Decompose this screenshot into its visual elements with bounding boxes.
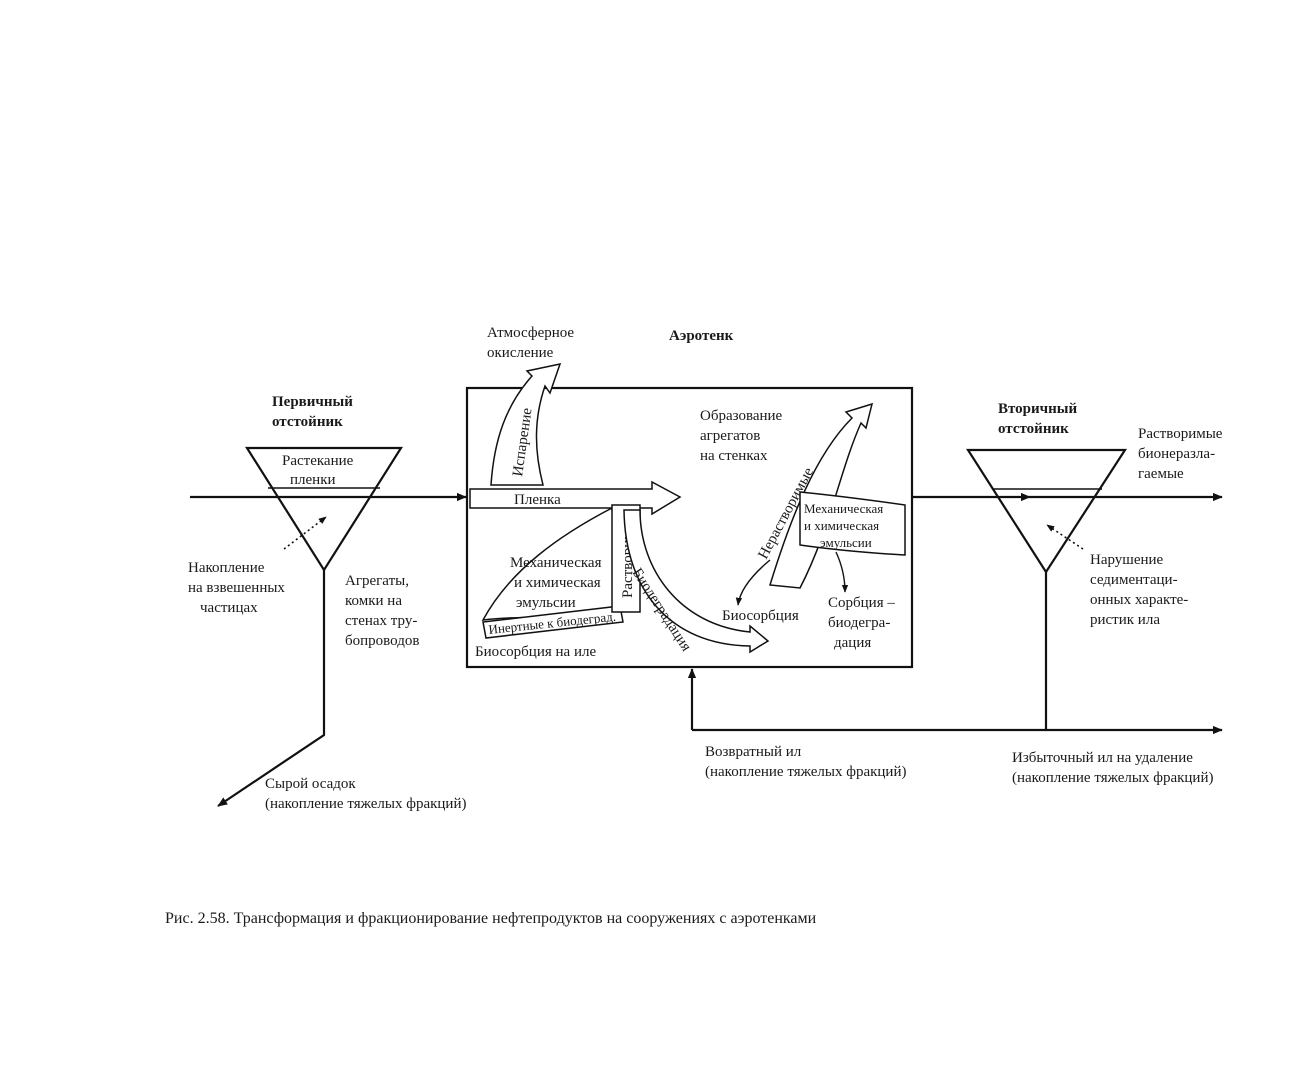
film-label: Пленка [514,492,561,508]
soluble-nondeg-label-line1: Растворимые [1138,426,1223,442]
secondary-violation-pointer [1046,524,1084,550]
primary-title-line1: Первичный [272,394,353,410]
spreading-label-line1: Растекание [282,453,354,469]
right-emulsion-label-line1: Механическая [804,501,883,516]
right-emulsion-label-line2: и химическая [804,518,879,533]
return-sludge-label-line1: Возвратный ил [705,744,802,760]
aggregate-formation-label-line3: на стенках [700,448,768,464]
evaporation-band-arrow [490,362,562,486]
right-emulsion-label-line3: эмульсии [820,535,872,550]
atm-oxidation-label-line1: Атмосферное [487,325,574,341]
sorption-pointer [835,551,849,593]
accumulation-label-line2: на взвешенных [188,580,285,596]
spreading-label-line2: пленки [290,472,336,488]
violation-label-line1: Нарушение [1090,552,1164,568]
violation-label-line2: седиментаци- [1090,572,1178,588]
biosorption-label: Биосорбция [722,608,799,624]
excess-sludge-label-line2: (накопление тяжелых фракций) [1012,770,1213,786]
raw-sediment-label-line1: Сырой осадок [265,776,356,792]
aggregates-label-line1: Агрегаты, [345,573,409,589]
left-emulsion-label-line1: Механическая [510,555,602,571]
return-sludge-label-line2: (накопление тяжелых фракций) [705,764,906,780]
soluble-nondeg-label-line2: бионеразла- [1138,446,1215,462]
atm-oxidation-label-line2: окисление [487,345,554,361]
aggregates-label-line2: комки на [345,593,402,609]
biosorption-sludge-label: Биосорбция на иле [475,644,596,660]
raw-sediment-label-line2: (накопление тяжелых фракций) [265,796,466,812]
aggregate-formation-label-line2: агрегатов [700,428,760,444]
primary-sediment-line [217,570,326,807]
left-emulsion-label-line3: эмульсии [516,595,576,611]
sorption-label-line1: Сорбция – [828,595,895,611]
violation-label-line4: ристик ила [1090,612,1160,628]
secondary-title-line2: отстойник [998,421,1069,437]
right-emulsion-wedge [799,491,906,556]
aggregate-formation-label-line1: Образование [700,408,783,424]
biodegradation-band-arrow [623,509,770,654]
left-emulsion-label-line2: и химическая [514,575,601,591]
secondary-settler-funnel [965,448,1128,575]
accumulation-label-line3: частицах [200,600,258,616]
primary-title-line2: отстойник [272,414,343,430]
soluble-nondeg-label-line3: гаемые [1138,466,1184,482]
primary-settler-funnel [245,446,403,573]
aerotank-title: Аэротенк [669,328,734,344]
sorption-label-line2: биодегра- [828,615,890,631]
film-band-arrow [469,480,682,516]
accumulation-label-line1: Накопление [188,560,265,576]
biosorption-pointer [735,559,771,606]
primary-accumulation-pointer [283,516,327,550]
sorption-label-line3: дация [834,635,871,651]
figure-caption: Рис. 2.58. Трансформация и фракционирова… [165,910,817,927]
aggregates-label-line4: бопроводов [345,633,419,649]
secondary-title-line1: Вторичный [998,401,1077,417]
inert-band [482,605,624,639]
violation-label-line3: онных характе- [1090,592,1188,608]
aerotank-box [465,386,914,669]
aggregates-label-line3: стенах тру- [345,613,417,629]
excess-sludge-label-line1: Избыточный ил на удаление [1012,750,1193,766]
